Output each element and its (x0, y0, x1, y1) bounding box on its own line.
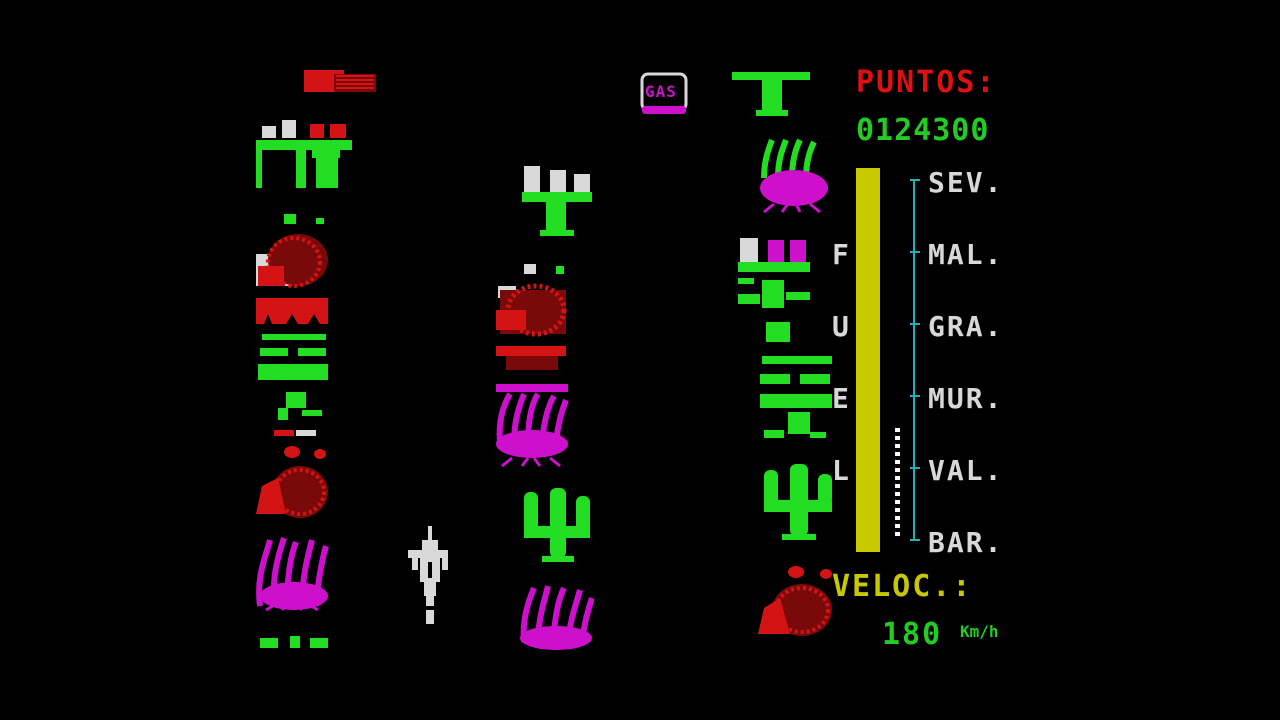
gas-can-icon: GAS (640, 72, 688, 116)
gas-label: GAS (645, 82, 677, 101)
rock-icon (256, 430, 328, 518)
speed-unit: Km/h (960, 622, 999, 641)
fuel-letter: U (832, 310, 849, 343)
route-stop-bar: BAR. (928, 526, 1004, 559)
rock-icon (496, 264, 567, 370)
route-tick (910, 323, 920, 325)
route-stop-mal: MAL. (928, 238, 1004, 271)
cactus-icon (760, 322, 832, 438)
rock-icon (758, 566, 832, 636)
bush-icon (520, 585, 594, 650)
cactus-icon (738, 238, 810, 308)
route-tick (910, 539, 920, 541)
fuel-gauge (856, 168, 880, 552)
rock-icon (256, 298, 328, 324)
bush-icon (256, 537, 329, 612)
fuel-letter: F (832, 238, 849, 271)
speed-label: VELOC.: (832, 569, 973, 604)
route-tick (910, 395, 920, 397)
rock-icon (304, 70, 376, 92)
cactus-icon (256, 120, 352, 188)
route-tick (910, 467, 920, 469)
route-line (913, 180, 915, 540)
cactus-icon (732, 72, 810, 116)
route-stop-val: VAL. (928, 454, 1004, 487)
rock-icon (256, 214, 328, 288)
rider-icon (408, 526, 448, 624)
route-stop-mur: MUR. (928, 382, 1004, 415)
route-progress-fill (895, 428, 900, 540)
bush-icon (496, 384, 569, 468)
score-value: 0124300 (856, 113, 990, 148)
cactus-icon (764, 464, 832, 540)
cactus-icon (524, 488, 590, 562)
bush-icon (760, 138, 828, 214)
fuel-gauge-fill (856, 168, 880, 552)
route-stop-gra: GRA. (928, 310, 1004, 343)
cactus-icon (260, 636, 328, 648)
score-label: PUNTOS: (856, 65, 997, 100)
route-tick (910, 179, 920, 181)
route-tick (910, 251, 920, 253)
fuel-letter: E (832, 382, 849, 415)
speed-value: 180 (882, 617, 943, 652)
fuel-letter: L (832, 454, 849, 487)
cactus-icon (522, 166, 592, 236)
cactus-icon (258, 334, 328, 420)
route-progress (895, 168, 900, 540)
route-stop-sev: SEV. (928, 166, 1004, 199)
